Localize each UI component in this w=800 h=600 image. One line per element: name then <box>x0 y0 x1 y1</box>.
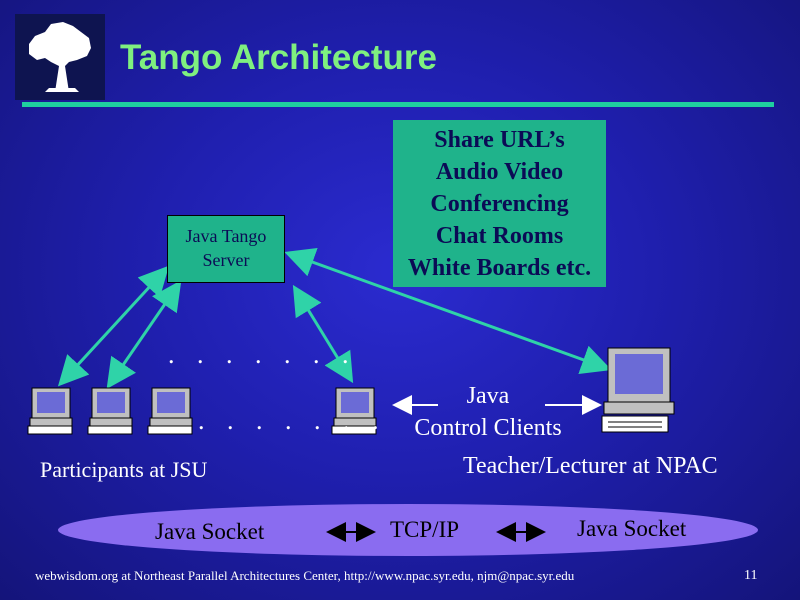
slide-title: Tango Architecture <box>120 38 437 77</box>
ellipsis-top: . . . . . . . <box>168 340 357 369</box>
client-computer-3-icon <box>147 387 193 435</box>
protocol-ellipse <box>58 504 758 556</box>
java-tango-server-box: Java Tango Server <box>167 215 285 283</box>
java-clients-line-2: Control Clients <box>414 415 562 441</box>
page-number: 11 <box>744 568 758 583</box>
feature-white-boards: White Boards etc. <box>407 255 592 281</box>
slide-footer: webwisdom.org at Northeast Parallel Arch… <box>35 568 575 583</box>
server-box-line-1: Java Tango <box>185 226 267 246</box>
server-box-line-2: Server <box>202 250 250 270</box>
java-socket-left-label: Java Socket <box>155 519 265 544</box>
tcpip-label: TCP/IP <box>390 517 460 542</box>
client-computer-1-icon <box>27 387 73 435</box>
tree-logo-icon <box>15 14 105 100</box>
java-clients-line-1: Java <box>466 383 510 409</box>
teacher-label: Teacher/Lecturer at NPAC <box>463 453 718 479</box>
client-computer-4-icon <box>331 387 377 435</box>
java-socket-right-label: Java Socket <box>577 516 687 541</box>
ellipsis-bottom: . . . . . . . <box>198 406 387 435</box>
title-divider <box>22 102 774 107</box>
feature-share-urls: Share URL’s <box>434 127 565 153</box>
feature-audio-video: Audio Video <box>435 159 564 185</box>
java-control-clients-label: Java Control Clients <box>398 380 578 444</box>
client-computer-2-icon <box>87 387 133 435</box>
feature-conferencing: Conferencing <box>430 191 569 217</box>
feature-chat-rooms: Chat Rooms <box>435 223 564 249</box>
arrow-server-teacher <box>284 248 612 374</box>
participants-label: Participants at JSU <box>40 457 208 482</box>
teacher-computer-icon <box>601 347 675 433</box>
features-box: Share URL’s Audio Video Conferencing Cha… <box>393 120 606 287</box>
arrow-server-client2 <box>106 280 182 389</box>
